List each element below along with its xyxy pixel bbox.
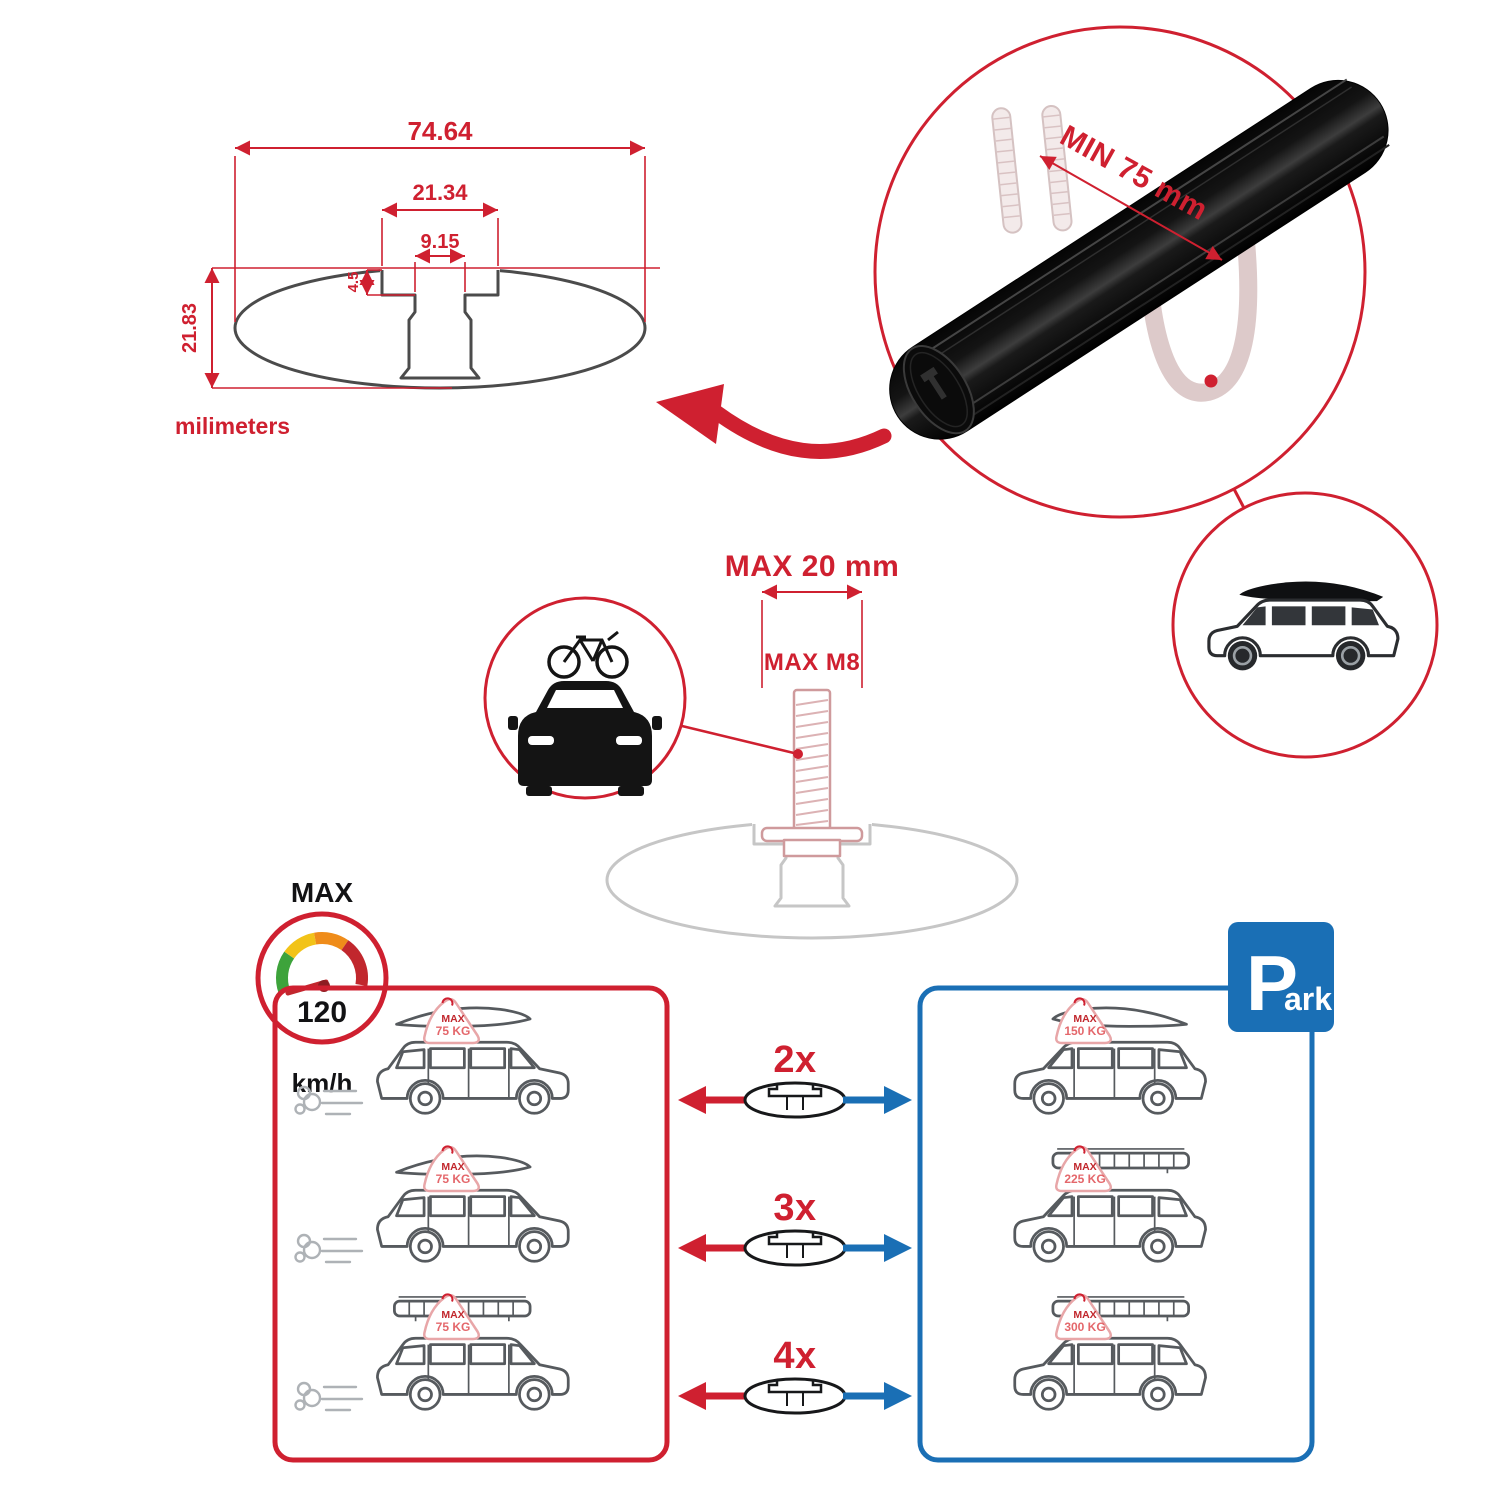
crossbar-profile-icon	[743, 1081, 847, 1119]
parked-car-row: MAX 225 KG	[1013, 1145, 1207, 1263]
svg-text:MAX: MAX	[441, 1161, 464, 1173]
svg-text:MAX: MAX	[1073, 1013, 1096, 1025]
right-arrow-icon	[884, 1382, 912, 1410]
max-load-badge: MAX 300 KG	[1054, 1293, 1113, 1341]
windshield	[547, 690, 623, 708]
dim-label-total-height: 21.83	[179, 303, 201, 353]
driving-load-box	[272, 985, 670, 1463]
bar-count-row: 2x	[678, 1039, 912, 1119]
svg-text:75 KG: 75 KG	[436, 1172, 471, 1186]
svg-text:MAX: MAX	[441, 1013, 464, 1025]
dim-label-total-width: 74.64	[407, 116, 473, 146]
end-cap-t-slot	[920, 366, 947, 400]
svg-text:MAX: MAX	[1073, 1309, 1096, 1321]
dim-label-step-depth: 4.5	[345, 272, 362, 293]
car-with-bike-icon	[508, 630, 662, 796]
speed-unit-label: km/h	[292, 1068, 353, 1098]
bar-count-row: 3x	[678, 1187, 912, 1267]
crossbar-render	[889, 78, 1390, 440]
bolt-connector-dot	[793, 749, 803, 759]
bike-frame-icon	[562, 638, 614, 663]
roof-box-icon	[1239, 581, 1384, 602]
arrow-tail	[708, 404, 892, 459]
ghost-u-bolt-rods	[991, 104, 1073, 234]
left-arrow-icon	[678, 1382, 706, 1410]
t-slot-channel-outline	[380, 270, 500, 380]
max-width-label: MAX 20 mm	[725, 550, 900, 583]
bar-count-label: 3x	[773, 1187, 816, 1229]
max-load-badge: MAX 75 KG	[422, 1293, 481, 1341]
headlight-icon	[528, 736, 554, 745]
park-sign-letter: P	[1246, 939, 1298, 1027]
ghost-u-bolt-loop	[1139, 213, 1258, 402]
park-sign: P ark	[1228, 922, 1334, 1032]
bike-wheel-icon	[595, 645, 629, 679]
crossbar-profile-icon	[743, 1229, 847, 1267]
fastening-point-dot	[1204, 374, 1218, 388]
max-thread-label: MAX M8	[764, 649, 860, 676]
max-load-badge: MAX 75 KG	[422, 997, 481, 1045]
side-mirror-icon	[508, 716, 518, 730]
parked-car-row: MAX 150 KG	[1013, 997, 1207, 1115]
magnifier-circle	[873, 25, 1367, 519]
bar-count-label: 2x	[773, 1039, 816, 1081]
crossbar-profile-icon	[743, 1377, 847, 1415]
max-load-badge: MAX 225 KG	[1054, 1145, 1113, 1193]
circle-connector-line	[1232, 488, 1246, 509]
dim-label-channel-width: 21.34	[412, 180, 468, 205]
cross-section-diagram: 74.64 21.34 9.15 4.5 21.83 milimeters	[175, 116, 660, 439]
driving-car-row: MAX 75 KG	[294, 1293, 570, 1412]
driving-car-row: MAX 75 KG	[294, 1145, 570, 1264]
right-arrow-icon	[884, 1234, 912, 1262]
svg-text:MAX: MAX	[1073, 1161, 1096, 1173]
svg-text:MAX: MAX	[441, 1309, 464, 1321]
svg-text:150 KG: 150 KG	[1064, 1024, 1105, 1038]
max-load-badge: MAX 75 KG	[422, 1145, 481, 1193]
crossbar-detail-view: MIN 75 mm	[873, 25, 1439, 759]
dim-label-slot-width: 9.15	[421, 231, 460, 253]
bar-count-row: 4x	[678, 1335, 912, 1415]
detail-pointer-arrow	[656, 384, 892, 459]
max-load-badge: MAX 150 KG	[1054, 997, 1113, 1045]
channel-cutout-mask	[380, 266, 500, 380]
left-arrow-icon	[678, 1234, 706, 1262]
mount-bolt-diagram: MAX 20 mm MAX M8	[483, 550, 1019, 940]
suv-with-roofbox-icon	[1207, 581, 1400, 671]
wheel-icon	[526, 786, 552, 796]
right-arrow-icon	[884, 1086, 912, 1114]
dim-line-min-span	[1039, 155, 1223, 261]
driving-car-row: MAX 75 KG	[294, 997, 570, 1116]
speed-value: 120	[297, 996, 347, 1029]
speed-max-label: MAX	[291, 877, 354, 908]
units-label: milimeters	[175, 413, 290, 439]
arrow-head	[656, 384, 724, 444]
load-capacity-section: MAX 120 km/h MAX 75 KG	[255, 877, 1334, 1463]
svg-text:75 KG: 75 KG	[436, 1320, 471, 1334]
wheel-icon	[618, 786, 644, 796]
svg-text:75 KG: 75 KG	[436, 1024, 471, 1038]
left-arrow-icon	[678, 1086, 706, 1114]
t-bolt-icon	[760, 688, 864, 858]
headlight-icon	[616, 736, 642, 745]
bolt-connector-line	[681, 724, 799, 756]
side-mirror-icon	[652, 716, 662, 730]
parked-load-box	[917, 985, 1315, 1463]
svg-text:225 KG: 225 KG	[1064, 1172, 1105, 1186]
parked-car-row: MAX 300 KG	[1013, 1293, 1207, 1411]
bar-count-label: 4x	[773, 1335, 816, 1377]
bike-wheel-icon	[547, 645, 581, 679]
park-sign-rest: ark	[1284, 981, 1332, 1017]
svg-text:300 KG: 300 KG	[1064, 1320, 1105, 1334]
